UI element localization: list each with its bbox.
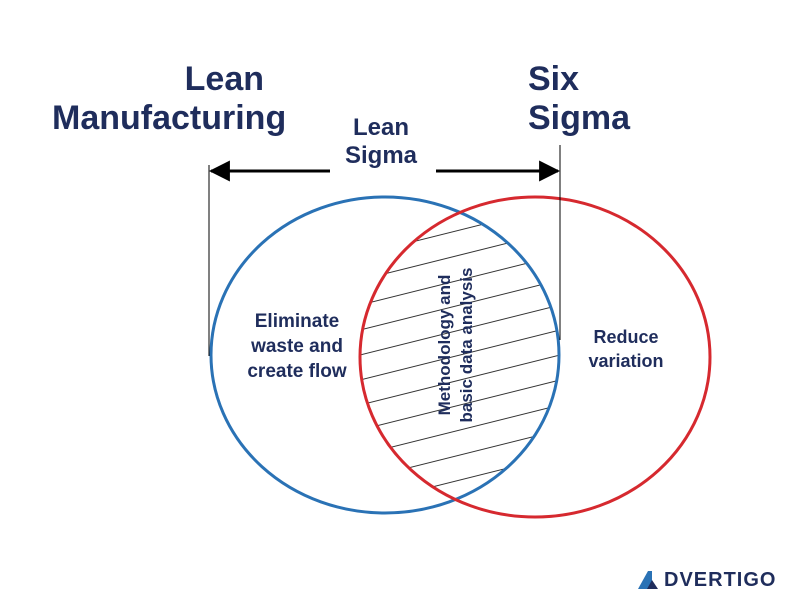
hatch-line bbox=[360, 474, 559, 513]
center-title-line2: Sigma bbox=[344, 141, 418, 169]
hatch-line bbox=[360, 499, 559, 513]
hatch-line bbox=[360, 197, 559, 236]
lean-circle bbox=[209, 195, 561, 515]
six-sigma-title: Six Sigma bbox=[528, 60, 668, 138]
hatch-line bbox=[360, 374, 559, 436]
left-text-line1: Eliminate bbox=[254, 311, 340, 332]
center-title-line1: Lean bbox=[352, 114, 409, 141]
overlap-text-line2: basic data analysis bbox=[457, 267, 476, 423]
advertigo-logo: DVERTIGO bbox=[640, 568, 776, 592]
left-text-line3: create flow bbox=[247, 361, 347, 383]
six-sigma-circle bbox=[358, 195, 712, 519]
logo-text: DVERTIGO bbox=[664, 568, 777, 591]
six-title-line1: Six bbox=[528, 60, 580, 98]
right-text-line2: variation bbox=[588, 350, 664, 371]
hatch-line bbox=[340, 525, 580, 585]
lean-manufacturing-title: Lean Manufacturing bbox=[52, 60, 287, 138]
lean-title-line1: Lean bbox=[184, 60, 264, 98]
hatch-line bbox=[360, 349, 559, 411]
lean-sigma-title: Lean Sigma bbox=[330, 114, 432, 169]
left-text-line2: waste and bbox=[251, 336, 343, 358]
hatch-line bbox=[340, 575, 580, 600]
hatch-line bbox=[360, 324, 559, 386]
overlap-region-text: Methodology and basic data analysis bbox=[392, 250, 520, 440]
right-text-line1: Reduce bbox=[593, 327, 659, 347]
lean-region-text: Eliminate waste and create flow bbox=[228, 309, 366, 384]
overlap-text-line1: Methodology and bbox=[434, 274, 454, 416]
hatch-line bbox=[340, 550, 580, 600]
lean-title-line2: Manufacturing bbox=[52, 99, 287, 138]
six-title-line2: Sigma bbox=[528, 99, 631, 138]
hatch-line bbox=[360, 299, 559, 361]
six-sigma-region-text: Reduce variation bbox=[576, 326, 676, 374]
advertigo-logo-mark bbox=[638, 571, 658, 589]
